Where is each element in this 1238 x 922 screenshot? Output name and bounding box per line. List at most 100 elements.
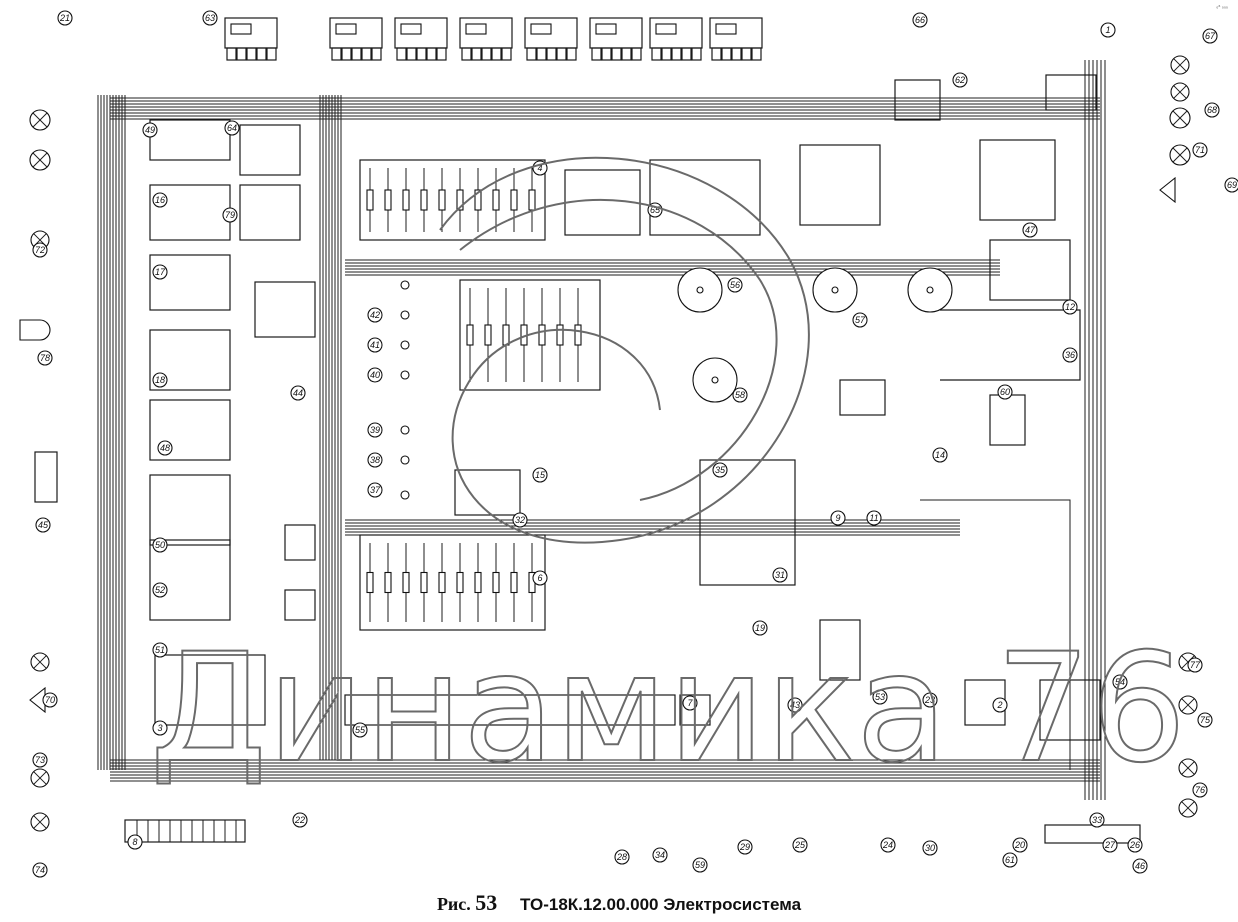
module-block: [149, 474, 231, 546]
component-marker: 16: [152, 192, 168, 208]
battery-box: [1045, 74, 1097, 111]
component-marker: 19: [752, 620, 768, 636]
relay-coil: [655, 23, 677, 35]
marker-circle: [872, 689, 888, 705]
marker-circle: [367, 337, 383, 353]
module-block: [679, 694, 711, 726]
marker-circle: [152, 372, 168, 388]
component-marker: 21: [57, 10, 73, 26]
relay-pin: [601, 47, 612, 61]
marker-circle: [202, 10, 218, 26]
marker-circle: [1132, 858, 1148, 874]
resistor: [538, 324, 546, 346]
marker-number: 4: [537, 163, 542, 173]
marker-circle: [727, 277, 743, 293]
marker-number: 66: [915, 15, 925, 25]
module-block: [254, 281, 316, 338]
component-marker: 36: [1062, 347, 1078, 363]
marker-number: 39: [370, 425, 380, 435]
component-marker: 11: [866, 510, 882, 526]
marker-number: 23: [924, 695, 935, 705]
resistor: [456, 189, 464, 211]
corner-mark: ₀⁶ ₀₀₀: [1216, 4, 1228, 10]
marker-circle: [1197, 712, 1213, 728]
relay-coil: [715, 23, 737, 35]
relay-pin: [426, 47, 437, 61]
component-marker: 9: [830, 510, 846, 526]
marker-number: 60: [1000, 387, 1010, 397]
marker-circle: [152, 582, 168, 598]
component-marker: 14: [932, 447, 948, 463]
resistor: [466, 324, 474, 346]
component-marker: 15: [532, 467, 548, 483]
relay-pin: [226, 47, 237, 61]
lamp-cross: [1173, 58, 1187, 72]
relay-pin: [351, 47, 362, 61]
lamp-cross: [33, 655, 47, 669]
resistor: [474, 571, 482, 594]
marker-circle: [652, 847, 668, 863]
marker-circle: [1192, 782, 1208, 798]
marker-number: 17: [155, 267, 166, 277]
relay-pin: [661, 47, 672, 61]
component-marker: 24: [880, 837, 896, 853]
component-marker: 49: [142, 122, 158, 138]
marker-number: 74: [35, 865, 45, 875]
component-marker: 45: [35, 517, 51, 533]
component-marker: 55: [352, 722, 368, 738]
marker-number: 61: [1005, 855, 1015, 865]
marker-circle: [532, 570, 548, 586]
marker-number: 28: [616, 852, 627, 862]
resistor: [456, 571, 464, 594]
marker-circle: [1112, 674, 1128, 690]
module-block: [284, 524, 316, 561]
relay-pin: [731, 47, 742, 61]
component-marker: 29: [737, 839, 753, 855]
relay-pin: [751, 47, 762, 61]
marker-number: 77: [1190, 660, 1201, 670]
marker-circle: [152, 192, 168, 208]
marker-number: 79: [225, 210, 235, 220]
figure-number: 53: [475, 890, 498, 915]
relay-pin: [536, 47, 547, 61]
component-marker: 69: [1224, 177, 1238, 193]
component-marker: 39: [367, 422, 383, 438]
component-marker: 59: [692, 857, 708, 873]
marker-circle: [1089, 812, 1105, 828]
relay-coil: [335, 23, 357, 35]
marker-circle: [752, 620, 768, 636]
resistor: [438, 189, 446, 211]
component-marker: 78: [37, 350, 53, 366]
relay-pin: [331, 47, 342, 61]
component-marker: 20: [1012, 837, 1028, 853]
component-marker: 48: [157, 440, 173, 456]
lamp-cross: [1181, 698, 1195, 712]
resistor: [484, 324, 492, 346]
marker-number: 8: [132, 837, 137, 847]
component-marker: 17: [152, 264, 168, 280]
wire-frame: [940, 309, 1081, 381]
component-marker: 79: [222, 207, 238, 223]
figure-caption: Рис. 53 ТО-18К.12.00.000 Электросистема: [0, 890, 1238, 916]
marker-circle: [157, 440, 173, 456]
marker-number: 30: [925, 843, 935, 853]
figure-label: Рис. 53: [437, 890, 497, 915]
figure-title: ТО-18К.12.00.000 Электросистема: [520, 895, 802, 914]
marker-number: 41: [370, 340, 380, 350]
resistor: [402, 571, 410, 594]
marker-circle: [152, 537, 168, 553]
component-marker: 22: [292, 812, 308, 828]
marker-circle: [932, 447, 948, 463]
marker-number: 6: [537, 573, 542, 583]
relay-pin: [741, 47, 752, 61]
marker-number: 24: [882, 840, 893, 850]
marker-circle: [1062, 299, 1078, 315]
resistor: [438, 571, 446, 594]
component-marker: 60: [997, 384, 1013, 400]
component-marker: 35: [712, 462, 728, 478]
marker-number: 76: [1195, 785, 1205, 795]
module-block: [149, 399, 231, 461]
marker-circle: [737, 839, 753, 855]
marker-circle: [512, 512, 528, 528]
indicator-lamp: [400, 455, 410, 465]
